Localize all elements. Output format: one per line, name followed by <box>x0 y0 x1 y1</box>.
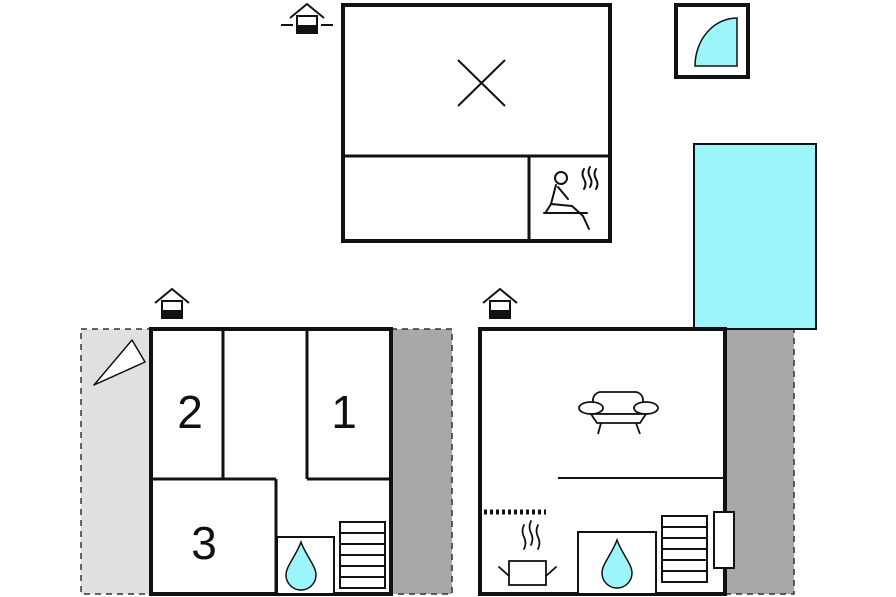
entrance-icon <box>281 2 333 34</box>
window-icon <box>674 3 750 79</box>
bathroom <box>276 536 335 595</box>
left-terrace <box>80 328 152 595</box>
stove-icon <box>713 511 735 569</box>
bathroom <box>577 531 657 595</box>
room-label-3: 3 <box>191 517 217 569</box>
entrance-icon <box>154 287 190 319</box>
entrance-icon <box>482 287 518 319</box>
bedroom-building: 2 1 3 <box>149 327 393 596</box>
room-label-2: 2 <box>177 386 203 438</box>
pool <box>693 143 817 330</box>
right-terrace <box>725 328 795 595</box>
cooking-icon <box>498 520 557 586</box>
sauna-icon <box>543 166 599 230</box>
sofa-icon <box>578 391 659 435</box>
middle-terrace <box>390 328 453 595</box>
room-label-1: 1 <box>331 386 357 438</box>
radiator-icon <box>661 515 708 583</box>
water-drop-icon <box>285 539 317 591</box>
parasol-icon <box>93 339 146 386</box>
water-drop-icon <box>601 537 633 589</box>
living-building <box>478 327 735 596</box>
sauna-building <box>341 3 612 243</box>
cross-icon <box>457 59 506 107</box>
radiator-icon <box>339 521 386 589</box>
